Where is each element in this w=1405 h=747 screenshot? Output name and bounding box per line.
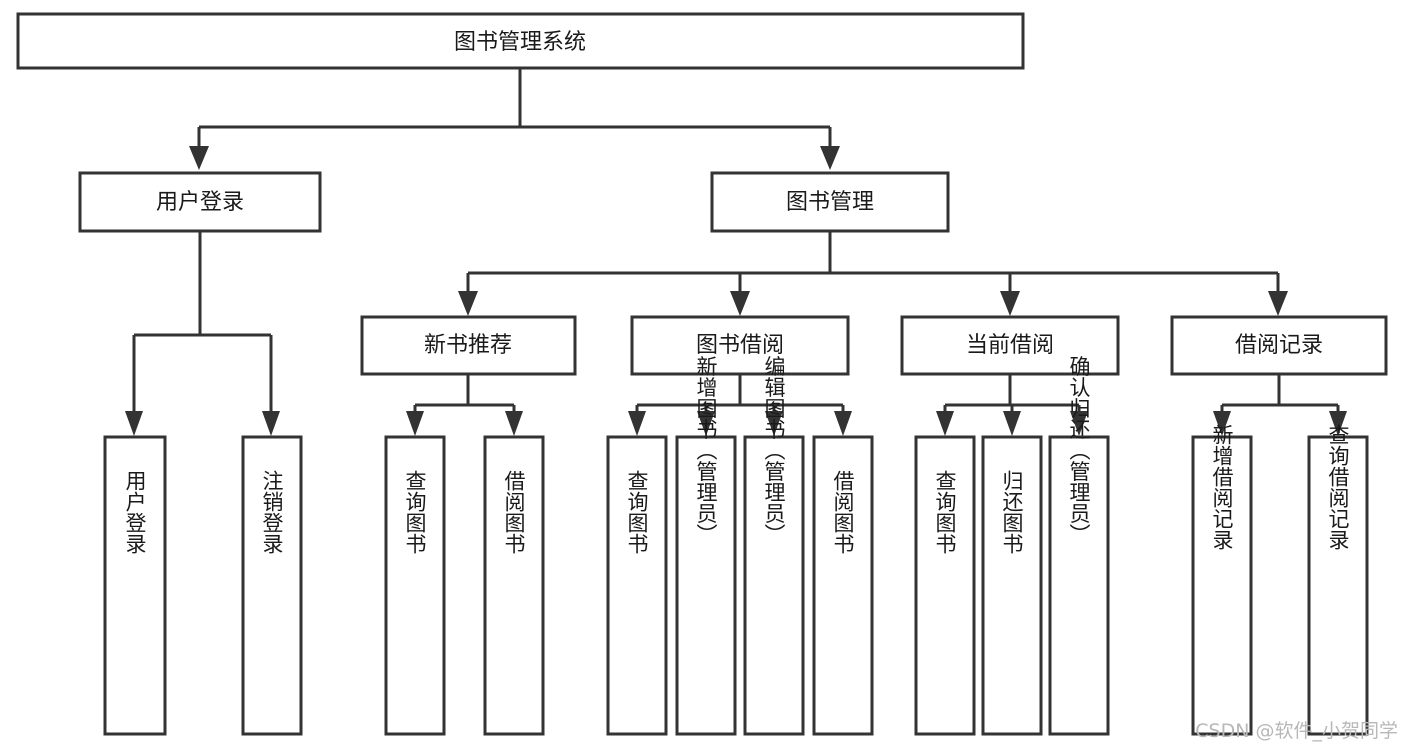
current-borrow-box[interactable]: [900, 315, 1120, 376]
leaf-node-bb-add-book[interactable]: 新增图书（管理员）: [675, 356, 737, 736]
connector-current-borrow-to-leaves: [936, 374, 1088, 436]
node-current-borrow[interactable]: 当前借阅: [900, 315, 1120, 376]
leaf-box-br-add-record[interactable]: [1191, 435, 1253, 736]
leaf-node-cb-query-book[interactable]: 查询图书: [914, 435, 976, 736]
leaf-box-nb-query-book[interactable]: [384, 435, 446, 736]
leaf-node-nb-query-book[interactable]: 查询图书: [384, 435, 446, 736]
connector-book-borrow-to-leaves: [628, 374, 852, 436]
book-manage-label: 图书管理: [786, 190, 874, 215]
leaf-box-cb-confirm-return[interactable]: [1048, 435, 1110, 736]
leaf-node-bb-edit-book[interactable]: 编辑图书（管理员）: [743, 356, 805, 736]
arrowhead-leaf-nb-borrow: [505, 411, 523, 436]
arrowhead-new-book: [458, 291, 478, 316]
leaf-node-cb-return-book[interactable]: 归还图书: [981, 435, 1043, 736]
leaf-label-nb-query-book: 查询图书: [403, 470, 427, 554]
leaf-label-nb-borrow-book: 借阅图书: [502, 470, 526, 554]
arrowhead-user-login: [189, 146, 209, 170]
leaf-node-bb-borrow-book[interactable]: 借阅图书: [812, 435, 874, 736]
arrowhead-leaf-nb-query: [406, 411, 424, 436]
connector-root-to-level2: [189, 68, 840, 170]
connector-user-login-to-leaves: [125, 231, 280, 436]
leaf-label-bb-query-book: 查询图书: [625, 470, 649, 554]
leaf-node-br-add-record[interactable]: 新增借阅记录: [1191, 424, 1253, 736]
arrowhead-leaf-cb-return: [1003, 411, 1021, 436]
node-user-login[interactable]: 用户登录: [78, 171, 322, 233]
book-borrow-label: 图书借阅: [696, 333, 784, 358]
arrowhead-leaf-bb-query: [628, 411, 646, 436]
node-root[interactable]: 图书管理系统: [16, 12, 1025, 70]
leaf-box-bb-edit-book[interactable]: [743, 435, 805, 736]
current-borrow-label: 当前借阅: [966, 333, 1054, 358]
arrowhead-book-borrow: [730, 291, 750, 316]
leaf-label-br-query-record: 查询借阅记录: [1326, 424, 1350, 550]
arrowhead-leaf-bb-borrow: [834, 411, 852, 436]
connector-book-manage-to-level3: [458, 231, 1288, 316]
arrowhead-borrow-record: [1268, 291, 1288, 316]
new-book-recommend-box[interactable]: [360, 315, 577, 376]
root-box[interactable]: [16, 12, 1025, 70]
arrowhead-leaf-bb-edit: [765, 411, 783, 436]
arrowhead-leaf-logout: [262, 411, 280, 436]
user-login-label: 用户登录: [156, 190, 244, 215]
leaf-label-user-login: 用户登录: [123, 470, 147, 554]
leaf-box-logout[interactable]: [241, 435, 303, 736]
leaf-box-cb-return-book[interactable]: [981, 435, 1043, 736]
connector-new-book-to-leaves: [406, 374, 523, 436]
arrowhead-leaf-cb-confirm: [1070, 411, 1088, 436]
arrowhead-leaf-bb-add: [697, 411, 715, 436]
leaf-box-nb-borrow-book[interactable]: [483, 435, 545, 736]
leaf-label-cb-return-book: 归还图书: [1000, 470, 1024, 554]
leaf-label-cb-confirm-return: 确认归还（管理员）: [1067, 356, 1091, 545]
arrowhead-current-borrow: [1000, 291, 1020, 316]
leaf-node-logout[interactable]: 注销登录: [241, 435, 303, 736]
arrowhead-leaf-br-query: [1329, 411, 1347, 436]
leaf-box-bb-add-book[interactable]: [675, 435, 737, 736]
connector-borrow-record-to-leaves: [1213, 374, 1347, 436]
arrowhead-leaf-cb-query: [936, 411, 954, 436]
leaf-label-bb-edit-book: 编辑图书（管理员）: [762, 356, 786, 545]
new-book-recommend-label: 新书推荐: [424, 333, 512, 358]
leaf-box-bb-borrow-book[interactable]: [812, 435, 874, 736]
node-book-manage[interactable]: 图书管理: [710, 171, 950, 233]
node-book-borrow[interactable]: 图书借阅: [630, 315, 850, 376]
leaf-label-bb-borrow-book: 借阅图书: [831, 470, 855, 554]
arrowhead-leaf-user-login: [125, 411, 143, 436]
borrow-record-label: 借阅记录: [1235, 333, 1323, 358]
leaf-label-br-add-record: 新增借阅记录: [1210, 424, 1234, 550]
arrowhead-leaf-br-add: [1213, 411, 1231, 436]
leaf-node-br-query-record[interactable]: 查询借阅记录: [1307, 424, 1369, 736]
borrow-record-box[interactable]: [1170, 315, 1388, 376]
leaf-label-cb-query-book: 查询图书: [933, 470, 957, 554]
csdn-watermark: CSDN @软件_小贺同学: [1195, 720, 1398, 742]
leaf-box-cb-query-book[interactable]: [914, 435, 976, 736]
arrowhead-book-manage: [820, 146, 840, 170]
node-new-book-recommend[interactable]: 新书推荐: [360, 315, 577, 376]
leaf-node-nb-borrow-book[interactable]: 借阅图书: [483, 435, 545, 736]
leaf-box-bb-query-book[interactable]: [606, 435, 668, 736]
leaf-label-logout: 注销登录: [260, 470, 284, 554]
leaf-node-bb-query-book[interactable]: 查询图书: [606, 435, 668, 736]
node-borrow-record[interactable]: 借阅记录: [1170, 315, 1388, 376]
book-borrow-box[interactable]: [630, 315, 850, 376]
leaf-box-user-login[interactable]: [103, 435, 167, 736]
root-label: 图书管理系统: [454, 30, 586, 55]
leaf-node-user-login[interactable]: 用户登录: [103, 435, 167, 736]
leaf-node-cb-confirm-return[interactable]: 确认归还（管理员）: [1048, 356, 1110, 736]
leaf-label-bb-add-book: 新增图书（管理员）: [694, 356, 718, 545]
leaf-box-br-query-record[interactable]: [1307, 435, 1369, 736]
book-manage-box[interactable]: [710, 171, 950, 233]
